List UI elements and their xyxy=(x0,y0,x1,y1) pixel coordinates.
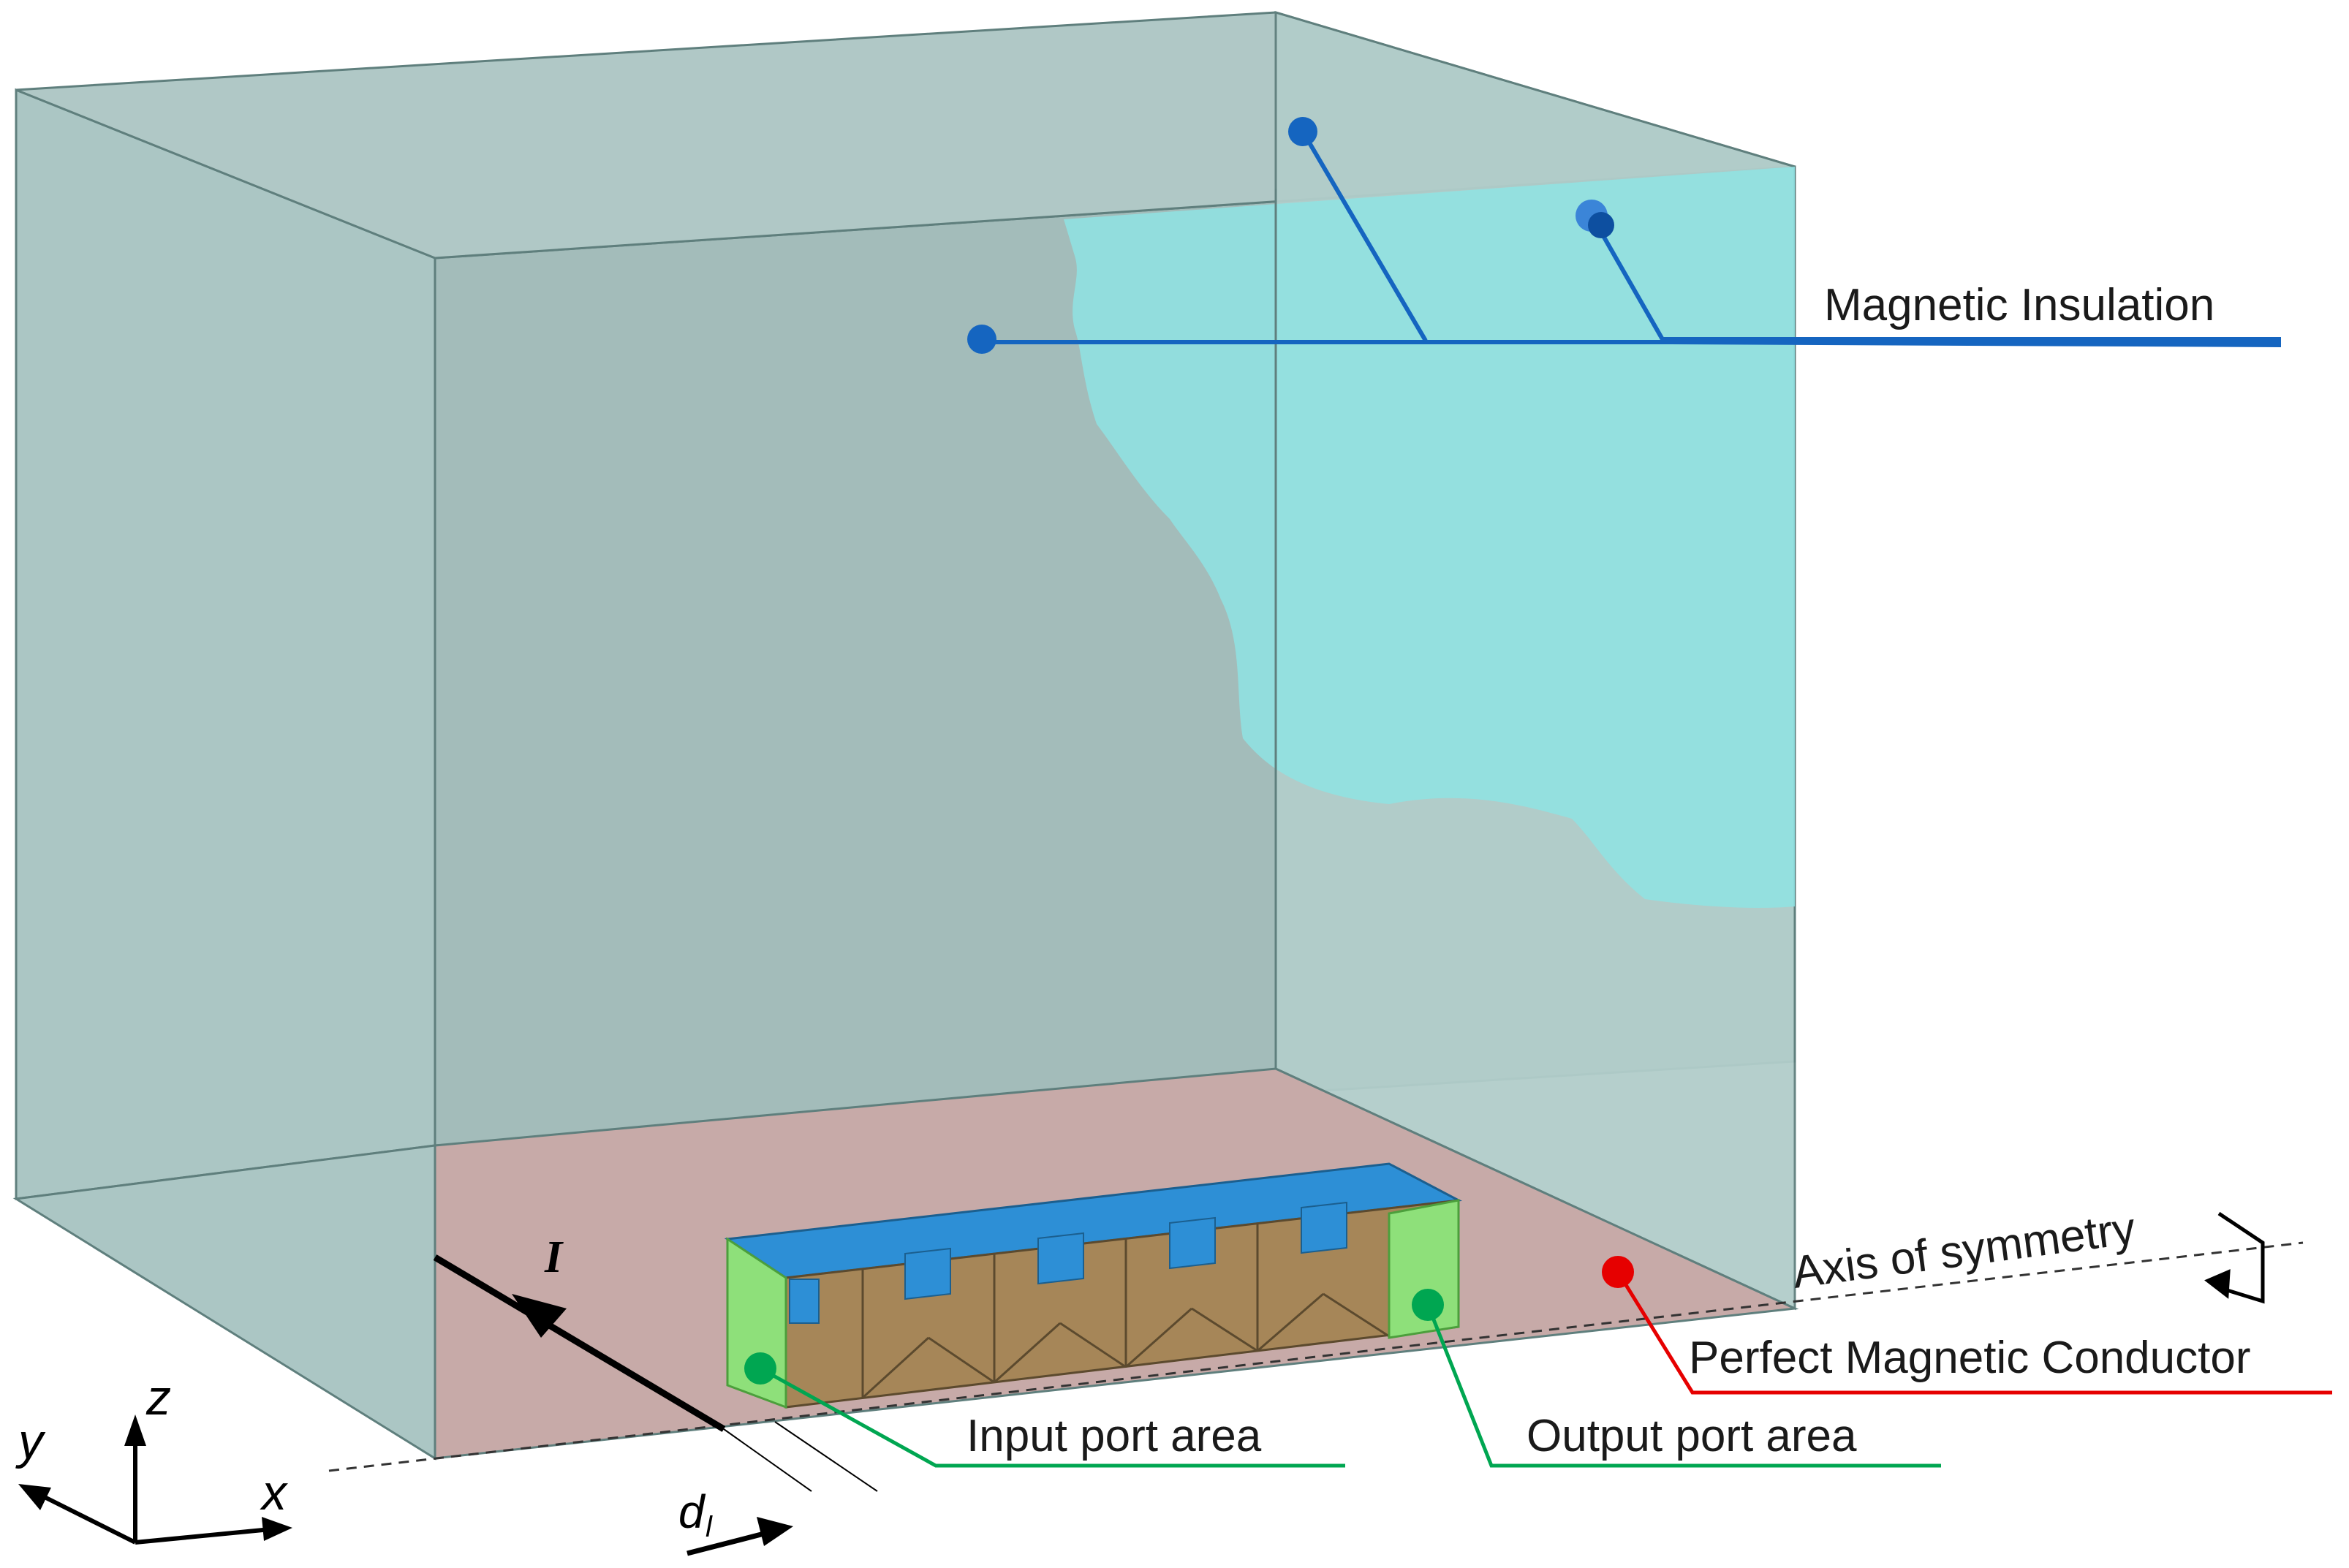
input-port-label: Input port area xyxy=(967,1411,1262,1461)
output-port-callout-line xyxy=(1426,1304,1941,1468)
distance-arrow-icon xyxy=(757,1517,793,1546)
magnetic-insulation-callout xyxy=(982,130,2282,347)
symmetry-axis-line xyxy=(328,1241,2304,1472)
distance-dimension xyxy=(723,1421,878,1492)
magnetic-insulation-label: Magnetic Insulation xyxy=(1824,280,2214,330)
distance-arrow-line xyxy=(686,1531,765,1556)
distance-label: d xyxy=(678,1485,706,1538)
current-arrow-icon xyxy=(512,1294,567,1338)
current-label: I xyxy=(544,1232,564,1282)
output-port-marker xyxy=(1412,1289,1444,1321)
z-axis-label: z xyxy=(145,1370,171,1425)
insulation-marker-2 xyxy=(1288,117,1317,146)
pmc-marker xyxy=(1602,1256,1634,1288)
pmc-callout-line xyxy=(1616,1270,2332,1395)
z-axis-arrow-icon xyxy=(124,1414,146,1446)
y-axis-arrow-icon xyxy=(18,1484,51,1510)
pmc-label: Perfect Magnetic Conductor xyxy=(1689,1333,2251,1383)
winding-windows xyxy=(789,1201,1347,1324)
y-axis-label: y xyxy=(15,1414,46,1469)
output-port-label: Output port area xyxy=(1527,1411,1857,1461)
input-port-callout-line xyxy=(759,1366,1345,1468)
left-wall xyxy=(15,88,436,1200)
insulation-marker-1 xyxy=(967,325,996,354)
left-lower-face xyxy=(12,1144,436,1461)
core-segments xyxy=(861,1224,1390,1399)
coordinate-axes xyxy=(39,1439,271,1545)
x-axis-label: x xyxy=(260,1465,288,1520)
distance-subscript: l xyxy=(706,1511,713,1543)
current-conductor-line xyxy=(433,1254,726,1432)
input-port-marker xyxy=(744,1352,776,1385)
insulation-marker-3b xyxy=(1588,212,1614,238)
insulation-highlight xyxy=(1064,167,1795,908)
symmetry-marker-icon xyxy=(2204,1211,2265,1304)
x-axis-arrow-icon xyxy=(262,1517,292,1541)
axis-of-symmetry-label: Axis of symmetry xyxy=(1790,1203,2138,1298)
